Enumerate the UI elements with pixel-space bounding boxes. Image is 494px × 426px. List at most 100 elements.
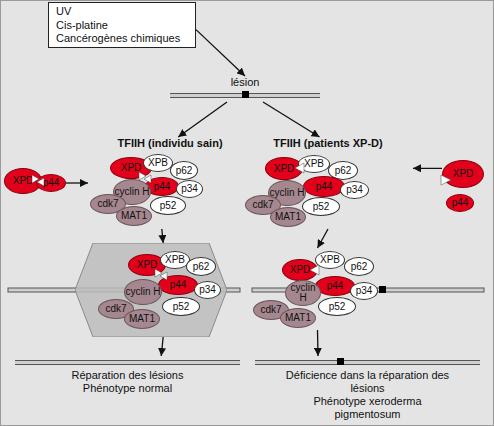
- subunit-label: p34: [181, 184, 198, 194]
- subunit-label: p52: [329, 302, 346, 312]
- subunit-label: MAT1: [275, 212, 301, 222]
- subunit-label: p44: [154, 182, 171, 192]
- outcome-text: Réparation des lésionsPhénotype normal: [40, 356, 216, 395]
- lesion-mark: [337, 358, 344, 365]
- subunit-label: XPD: [137, 260, 158, 270]
- dna-bound-complex: XPD XPB p62 p44 p34 cyclin H p52 cdk7MAT1: [250, 248, 385, 330]
- dna-lesion: lésion: [170, 76, 320, 102]
- outcome-line: Réparation des lésions: [40, 369, 216, 382]
- protein-subunit: p62: [170, 161, 198, 180]
- subunit-label: XPB: [165, 255, 185, 265]
- outcome-line: Phénotype xeroderma pigmentosum: [280, 395, 456, 421]
- protein-subunit: p34: [194, 281, 221, 299]
- subunit-label: cdk7: [260, 305, 281, 315]
- subunit-label: p34: [346, 185, 363, 195]
- subunit-label: cyclin H: [125, 287, 160, 297]
- protein-subunit: p44: [446, 194, 474, 212]
- protein-subunit: XPB: [143, 154, 173, 172]
- subunit-label: p62: [176, 166, 193, 176]
- protein-subunit: MAT1: [280, 308, 316, 328]
- subunit-label: XPD: [13, 176, 34, 186]
- subunit-label: p44: [327, 281, 344, 291]
- arrow-connector: [263, 102, 320, 137]
- protein-subunit: p44: [315, 276, 355, 296]
- subunit-label: p44: [316, 182, 333, 192]
- protein-subunit: MAT1: [116, 206, 152, 226]
- tfiih-complex: TFIIH (individu sain)XPDXPBp62p44p34cycl…: [88, 137, 252, 229]
- protein-subunit: cyclin H: [124, 279, 162, 305]
- protein-subunit: p52: [150, 196, 186, 215]
- protein-subunit: p34: [340, 181, 369, 199]
- subunit-label: XPD: [290, 265, 311, 275]
- subunit-label: cdk7: [97, 199, 118, 209]
- protein-subunit: p62: [344, 257, 374, 276]
- lesion-label: lésion: [170, 76, 320, 89]
- protein-subunit: XPB: [315, 251, 345, 269]
- arrow-connector: [161, 337, 163, 356]
- cause-text: Cis-platine: [56, 19, 188, 33]
- subunit-label: p44: [170, 280, 187, 290]
- complex-heading: TFIIH (patients XP-D): [223, 137, 433, 150]
- interaction-arrow: [37, 178, 44, 186]
- subunit-label: MAT1: [129, 314, 155, 324]
- protein-subunit: p52: [162, 297, 200, 316]
- defect-notch: [310, 265, 319, 275]
- arrow-connector: [318, 229, 329, 248]
- lesion-mark: [379, 286, 386, 293]
- protein-subunit: MAT1: [124, 309, 160, 329]
- protein-subunit: p44: [303, 176, 345, 197]
- protein-subunit: MAT1: [270, 207, 306, 227]
- subunit-label: p52: [160, 201, 177, 211]
- hexagon-shape: [75, 243, 227, 337]
- outcome-text: Déficience dans la réparation des lésion…: [280, 356, 456, 421]
- subunit-label: cdk7: [105, 304, 126, 314]
- lesion-mark: [242, 91, 249, 98]
- dna-strand: [255, 360, 480, 365]
- subunit-label: XPB: [320, 255, 340, 265]
- protein-subunit: cyclin H: [285, 280, 321, 306]
- arrow-connector: [178, 102, 227, 137]
- defect-notch: [295, 163, 304, 173]
- outcome-line: Déficience dans la réparation des lésion…: [280, 369, 456, 395]
- arrow-connector: [413, 168, 442, 169]
- protein-subunit: XPD: [442, 160, 484, 188]
- subunit-label: p62: [351, 262, 368, 272]
- interaction-arrow: [144, 175, 151, 183]
- subunit-label: cdk7: [252, 200, 273, 210]
- subunit-label: p52: [313, 202, 330, 212]
- cause-text: UV: [56, 5, 188, 19]
- cause-box: UVCis-platineCancérogènes chimiques: [48, 2, 196, 48]
- protein-subunit: p34: [176, 180, 203, 198]
- outcome-line: Phénotype normal: [40, 382, 216, 395]
- subunit-label: p62: [193, 262, 210, 272]
- arrow-connector: [196, 30, 245, 76]
- subunit-label: MAT1: [121, 211, 147, 221]
- outcome-box: Réparation des lésionsPhénotype normal: [15, 356, 240, 400]
- subunit-label: XPD: [453, 169, 474, 179]
- tfiih-complex: TFIIH (patients XP-D)XPDXPBp62p44p34cycl…: [243, 137, 413, 229]
- subunit-label: XPD: [274, 164, 295, 174]
- protein-subunit: p52: [302, 197, 340, 216]
- subunit-label: p34: [199, 285, 216, 295]
- cause-text: Cancérogènes chimiques: [56, 32, 188, 46]
- outcome-box: Déficience dans la réparation des lésion…: [255, 356, 480, 424]
- subunit-label: XPD: [121, 163, 142, 173]
- subunit-label: cyclin H: [286, 283, 320, 303]
- subunit-label: XPB: [304, 159, 324, 169]
- dna-strand: [15, 360, 240, 365]
- interaction-arrow: [160, 272, 167, 280]
- protein-subunit: p52: [318, 297, 356, 316]
- subunit-label: p52: [173, 302, 190, 312]
- arrow-connector: [162, 229, 163, 243]
- protein-subunit: p34: [350, 282, 378, 300]
- defect-notch: [441, 175, 451, 185]
- subunit-label: p34: [356, 286, 373, 296]
- subunit-label: XPB: [148, 158, 168, 168]
- protein-subunit: p62: [186, 257, 216, 276]
- arrow-connector: [317, 330, 319, 356]
